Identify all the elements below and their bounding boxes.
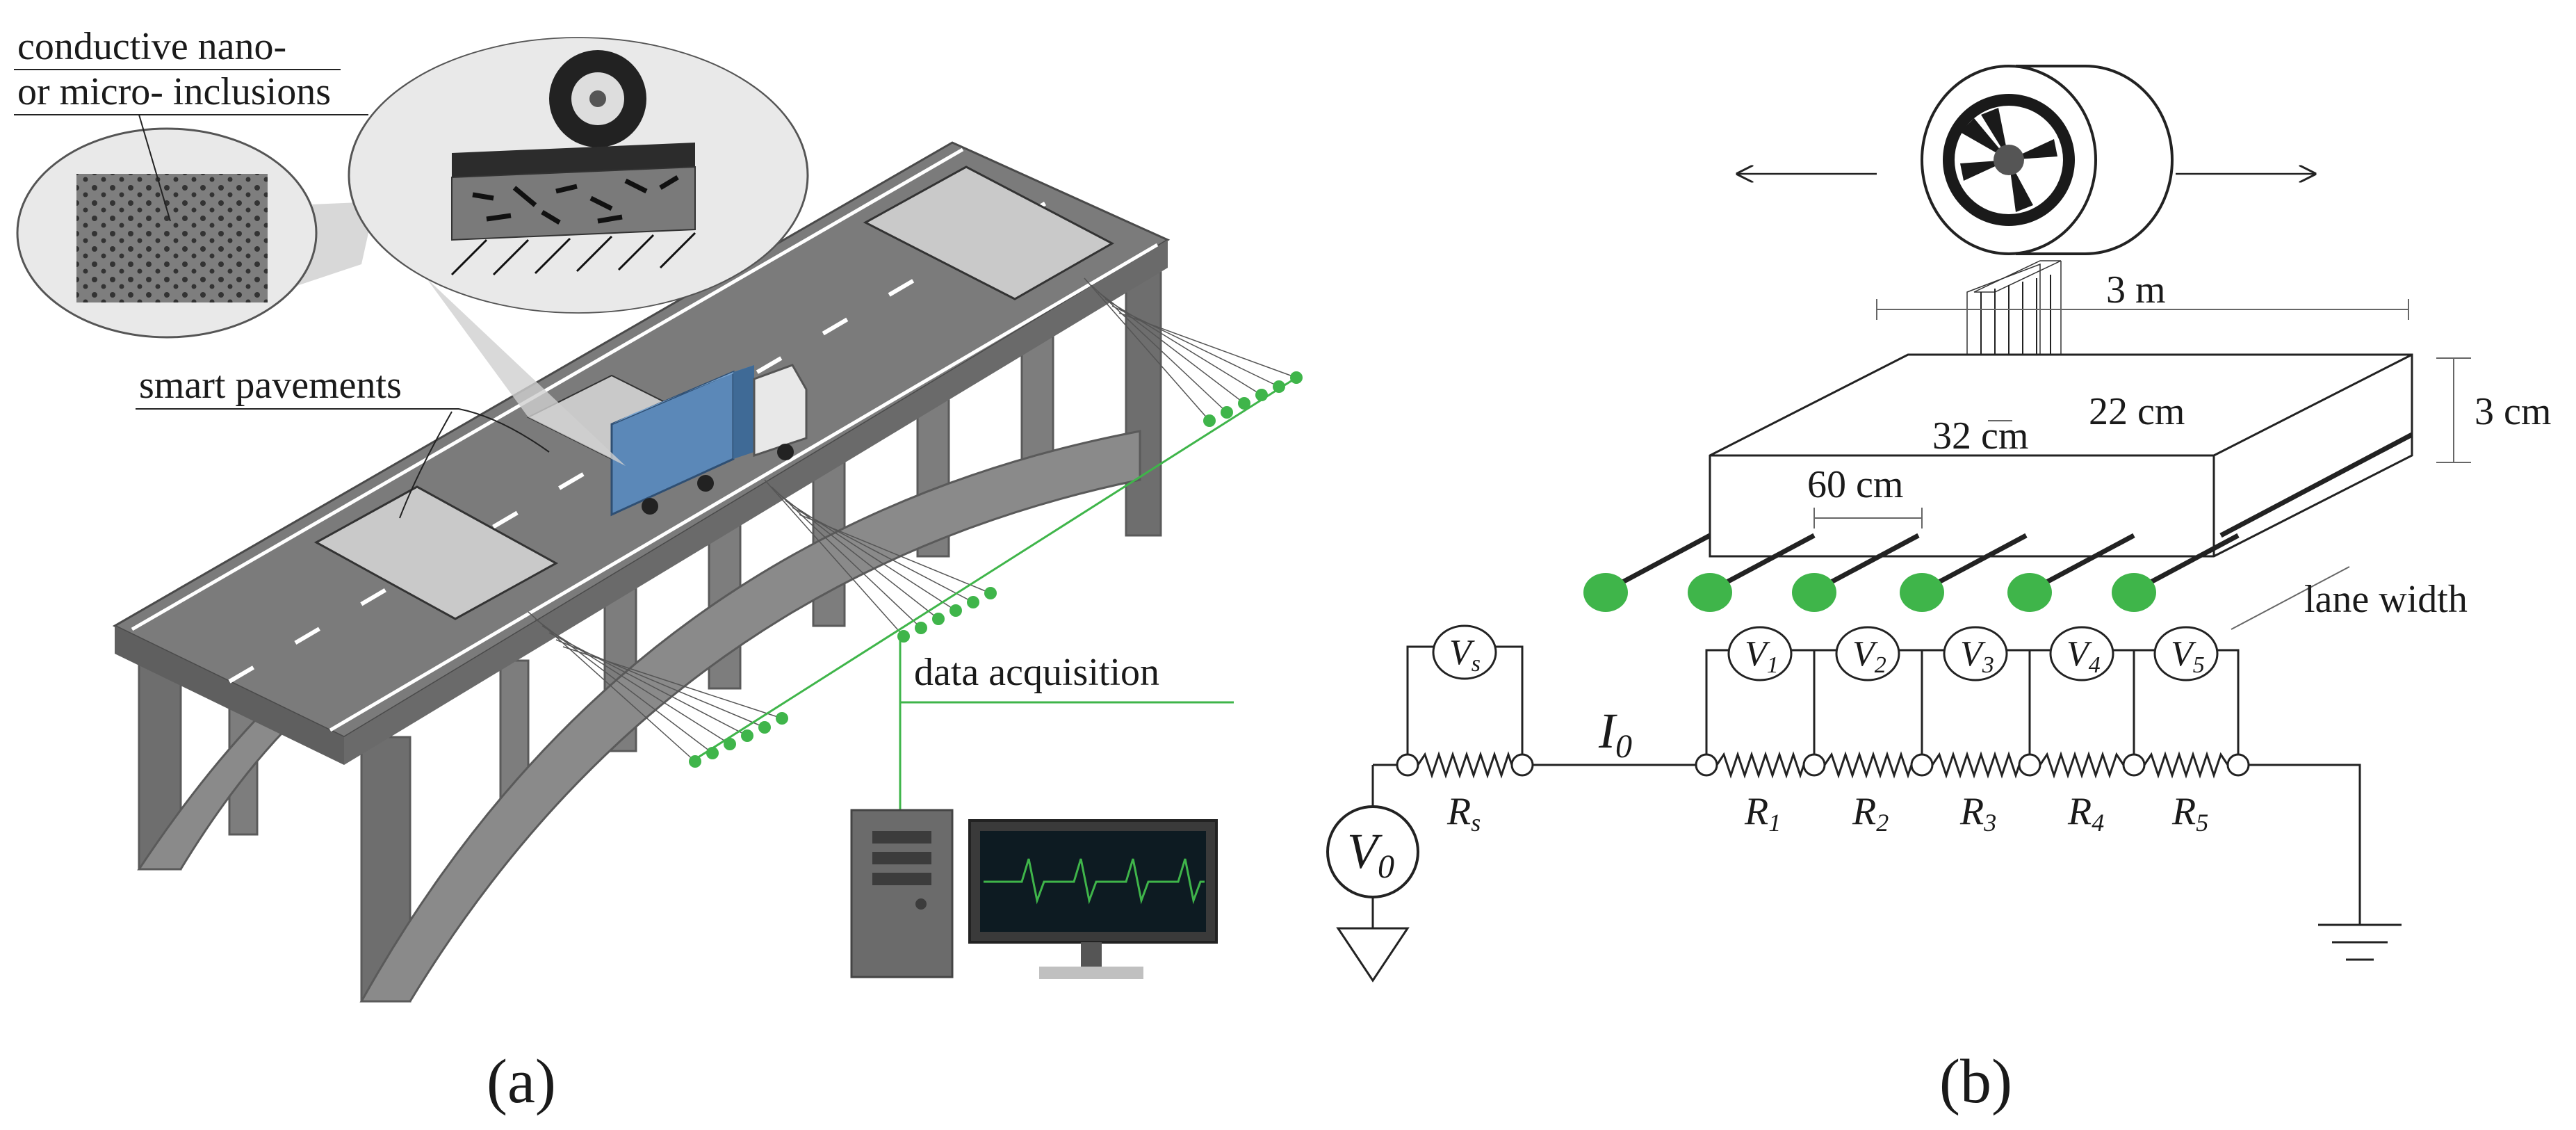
svg-text:V3: V3 [1960, 634, 1994, 678]
svg-text:V2: V2 [1852, 634, 1886, 678]
dim-thickness-label: 3 cm [2475, 390, 2551, 433]
dim-electrode-spacing-label: 60 cm [1807, 463, 1903, 506]
resistor-r5-label: R5 [2171, 790, 2208, 837]
panel-a-label: (a) [487, 1047, 556, 1116]
electrodes [1583, 533, 2240, 612]
inclusions-label-line2: or micro- inclusions [17, 70, 331, 113]
sensor-wires [528, 277, 1297, 762]
lane-width-label: lane width [2304, 578, 2468, 621]
resistor-r4-label: R4 [2067, 790, 2104, 837]
dim-contact-width-label: 22 cm [2089, 390, 2185, 433]
truck [610, 364, 808, 517]
svg-text:V5: V5 [2171, 634, 2205, 678]
ground-icon [2318, 923, 2402, 961]
panel-b: 3 m 3 cm 22 cm 32 cm 60 cm lane width [1326, 65, 2551, 1116]
voltmeter-v2: V2 [1835, 626, 1900, 681]
voltmeter-v3: V3 [1943, 626, 2008, 681]
wheel-icon [1921, 65, 2174, 255]
inclusions-inset [16, 127, 318, 339]
computer-tower [850, 809, 954, 978]
pavement-slab [1709, 353, 2413, 558]
dimension-lines [1813, 299, 2471, 630]
smart-pavements-leader-left [399, 411, 453, 519]
data-bus [689, 371, 1303, 810]
inclusions-leader [138, 114, 171, 222]
svg-text:Vs: Vs [1449, 633, 1481, 677]
panel-b-label: (b) [1939, 1047, 2012, 1116]
inclusions-label-line1: conductive nano- [17, 25, 286, 68]
voltmeter-vs: Vs [1432, 624, 1497, 680]
terminals [1396, 753, 2250, 777]
smart-pavements-label: smart pavements [139, 364, 402, 407]
resistor-zigzags [1417, 751, 2229, 779]
svg-text:V4: V4 [2066, 634, 2101, 678]
svg-text:V1: V1 [1745, 634, 1779, 678]
dim-length-label: 3 m [2106, 268, 2166, 312]
voltmeter-v4: V4 [2049, 626, 2114, 681]
circuit-wiring [1371, 645, 2361, 925]
svg-text:V0: V0 [1347, 823, 1394, 885]
monitor [968, 819, 1218, 979]
shunt-resistor-label: Rs [1446, 790, 1481, 837]
panel-a: conductive nano- or micro- inclusions sm… [14, 25, 1303, 1116]
voltmeter-v1: V1 [1727, 626, 1793, 681]
dim-contact-length-label: 32 cm [1932, 414, 2028, 458]
resistor-r2-label: R2 [1852, 790, 1889, 837]
resistor-r3-label: R3 [1959, 790, 1996, 837]
current-label: I0 [1598, 703, 1632, 765]
data-acquisition-label: data acquisition [914, 651, 1159, 694]
resistor-r1-label: R1 [1744, 790, 1781, 837]
voltage-source: V0 [1326, 805, 1419, 983]
voltmeter-v5: V5 [2153, 626, 2219, 681]
smart-pavements-leader-right [458, 408, 550, 453]
